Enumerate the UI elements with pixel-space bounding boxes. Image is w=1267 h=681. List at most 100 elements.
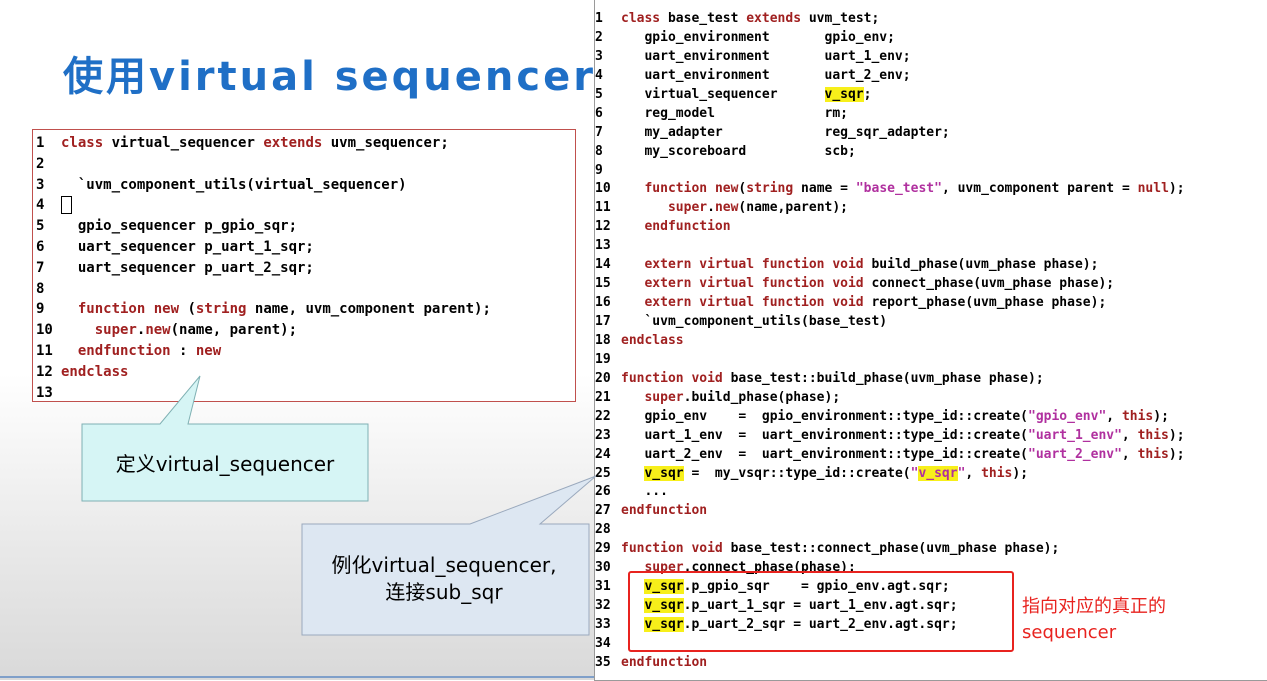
code-token: gpio_env = gpio_environment::type_id::cr… [621, 408, 1028, 424]
connect-highlight-box [628, 571, 1014, 652]
code-token: void [691, 541, 723, 557]
code-text: v_sqr = my_vsqr::type_id::create("v_sqr"… [621, 465, 1028, 484]
code-token: null [1137, 181, 1169, 197]
code-token: v_sqr [824, 86, 864, 102]
code-text: v_sqr.p_uart_2_sqr = uart_2_env.agt.sqr; [621, 616, 958, 635]
code-line: 11 super.new(name,parent); [595, 199, 1267, 218]
code-token: virtual_sequencer [103, 135, 264, 151]
code-text: v_sqr.p_gpio_sqr = gpio_env.agt.sqr; [621, 578, 950, 597]
code-text: endfunction [621, 654, 707, 673]
line-number: 7 [36, 259, 45, 276]
code-line: 2 gpio_environment gpio_env; [595, 29, 1267, 48]
code-token: uart_2_env = uart_environment::type_id::… [621, 446, 1028, 462]
code-token: ); [1168, 427, 1185, 443]
code-token: new [145, 322, 171, 339]
code-token: base_test::connect_phase(uvm_phase phase… [722, 541, 1060, 557]
code-token: super [667, 200, 708, 216]
code-text: function new (string name, uvm_component… [61, 299, 491, 320]
callout-define-text: 定义virtual_sequencer [115, 452, 335, 476]
code-token: v_sqr [644, 617, 684, 632]
code-token: , [1121, 427, 1138, 443]
line-number: 17 [595, 314, 611, 329]
code-token: uvm_test; [801, 11, 880, 26]
code-line: 34 [595, 635, 1267, 654]
connect-note: 指向对应的真正的 sequencer [1022, 594, 1222, 646]
code-token: string [746, 181, 794, 197]
code-line: 22 gpio_env = gpio_environment::type_id:… [595, 408, 1267, 427]
line-number: 6 [595, 105, 603, 121]
line-number: 32 [595, 598, 611, 614]
line-number: 8 [595, 143, 603, 159]
line-number: 30 [595, 560, 611, 576]
code-token: new [714, 181, 739, 197]
code-text: endfunction [621, 218, 730, 237]
line-number: 3 [36, 176, 45, 193]
code-token: uart_environment uart_1_env; [621, 48, 911, 64]
code-token: , [1106, 408, 1122, 424]
code-token: uart_sequencer p_uart_1_sqr; [61, 238, 314, 255]
line-number: 11 [36, 342, 53, 359]
line-number: 4 [595, 67, 603, 83]
code-token: base_test [660, 11, 747, 26]
line-number: 13 [36, 384, 53, 401]
code-token: v_sqr [644, 465, 684, 481]
line-number: 2 [595, 29, 603, 45]
code-line: 8 [33, 279, 575, 300]
code-token: uart_environment uart_2_env; [621, 67, 911, 83]
code-text: super.new(name,parent); [621, 199, 848, 218]
code-token: : [170, 342, 196, 359]
code-token: class [621, 11, 661, 26]
code-token: function [621, 541, 684, 557]
code-token: "base_test" [855, 181, 942, 197]
code-token: ... [621, 484, 668, 500]
code-text: uart_1_env = uart_environment::type_id::… [621, 427, 1185, 446]
code-token: v_sqr [644, 579, 684, 595]
line-number: 6 [36, 238, 45, 255]
code-token: gpio_sequencer p_gpio_sqr; [61, 218, 298, 235]
code-text: gpio_sequencer p_gpio_sqr; [61, 216, 297, 237]
code-token: ); [1168, 446, 1185, 462]
code-text: virtual_sequencer v_sqr; [621, 86, 871, 105]
code-line: 11 endfunction : new [33, 341, 575, 362]
code-line: 10 super.new(name, parent); [33, 320, 575, 341]
line-number: 1 [595, 11, 603, 26]
line-number: 15 [595, 276, 611, 292]
code-text: class base_test extends uvm_test; [621, 10, 879, 29]
line-number: 28 [595, 522, 611, 538]
code-token: function [621, 370, 684, 386]
code-line: 9 function new (string name, uvm_compone… [33, 299, 575, 320]
code-token: function [77, 301, 146, 318]
code-token: "gpio_env" [1028, 408, 1107, 424]
code-text: endfunction : new [61, 341, 221, 362]
line-number: 8 [36, 280, 45, 297]
code-token: .p_uart_2_sqr = uart_2_env.agt.sqr; [683, 617, 958, 632]
code-text: function new(string name = "base_test", … [621, 180, 1184, 199]
line-number: 10 [36, 322, 53, 339]
code-token: "uart_2_env" [1028, 446, 1122, 462]
code-token: `uvm_component_utils(virtual_sequencer) [61, 176, 407, 193]
code-token: . [707, 200, 715, 216]
code-token: (name, parent); [170, 322, 298, 339]
code-text: endclass [61, 362, 128, 383]
code-line: 4 [33, 195, 575, 216]
line-number: 22 [595, 408, 611, 424]
code-line: 3 uart_environment uart_1_env; [595, 48, 1267, 67]
code-token: extern virtual function void [644, 276, 864, 292]
code-token: new [714, 200, 739, 216]
code-token: string [195, 301, 247, 318]
line-number: 19 [595, 351, 611, 367]
page-title: 使用virtual sequencer [63, 54, 596, 100]
code-text: extern virtual function void connect_pha… [621, 275, 1114, 294]
code-line: 6 reg_model rm; [595, 105, 1267, 124]
code-token: = my_vsqr::type_id::create( [683, 465, 911, 481]
code-token: my_adapter reg_sqr_adapter; [621, 124, 950, 140]
line-number: 26 [595, 484, 611, 500]
code-line: 5 gpio_sequencer p_gpio_sqr; [33, 216, 575, 237]
code-line: 19 [595, 351, 1267, 370]
callout-instantiate-text: 例化virtual_sequencer, 连接sub_sqr [300, 552, 588, 606]
code-token: this [1137, 446, 1169, 462]
